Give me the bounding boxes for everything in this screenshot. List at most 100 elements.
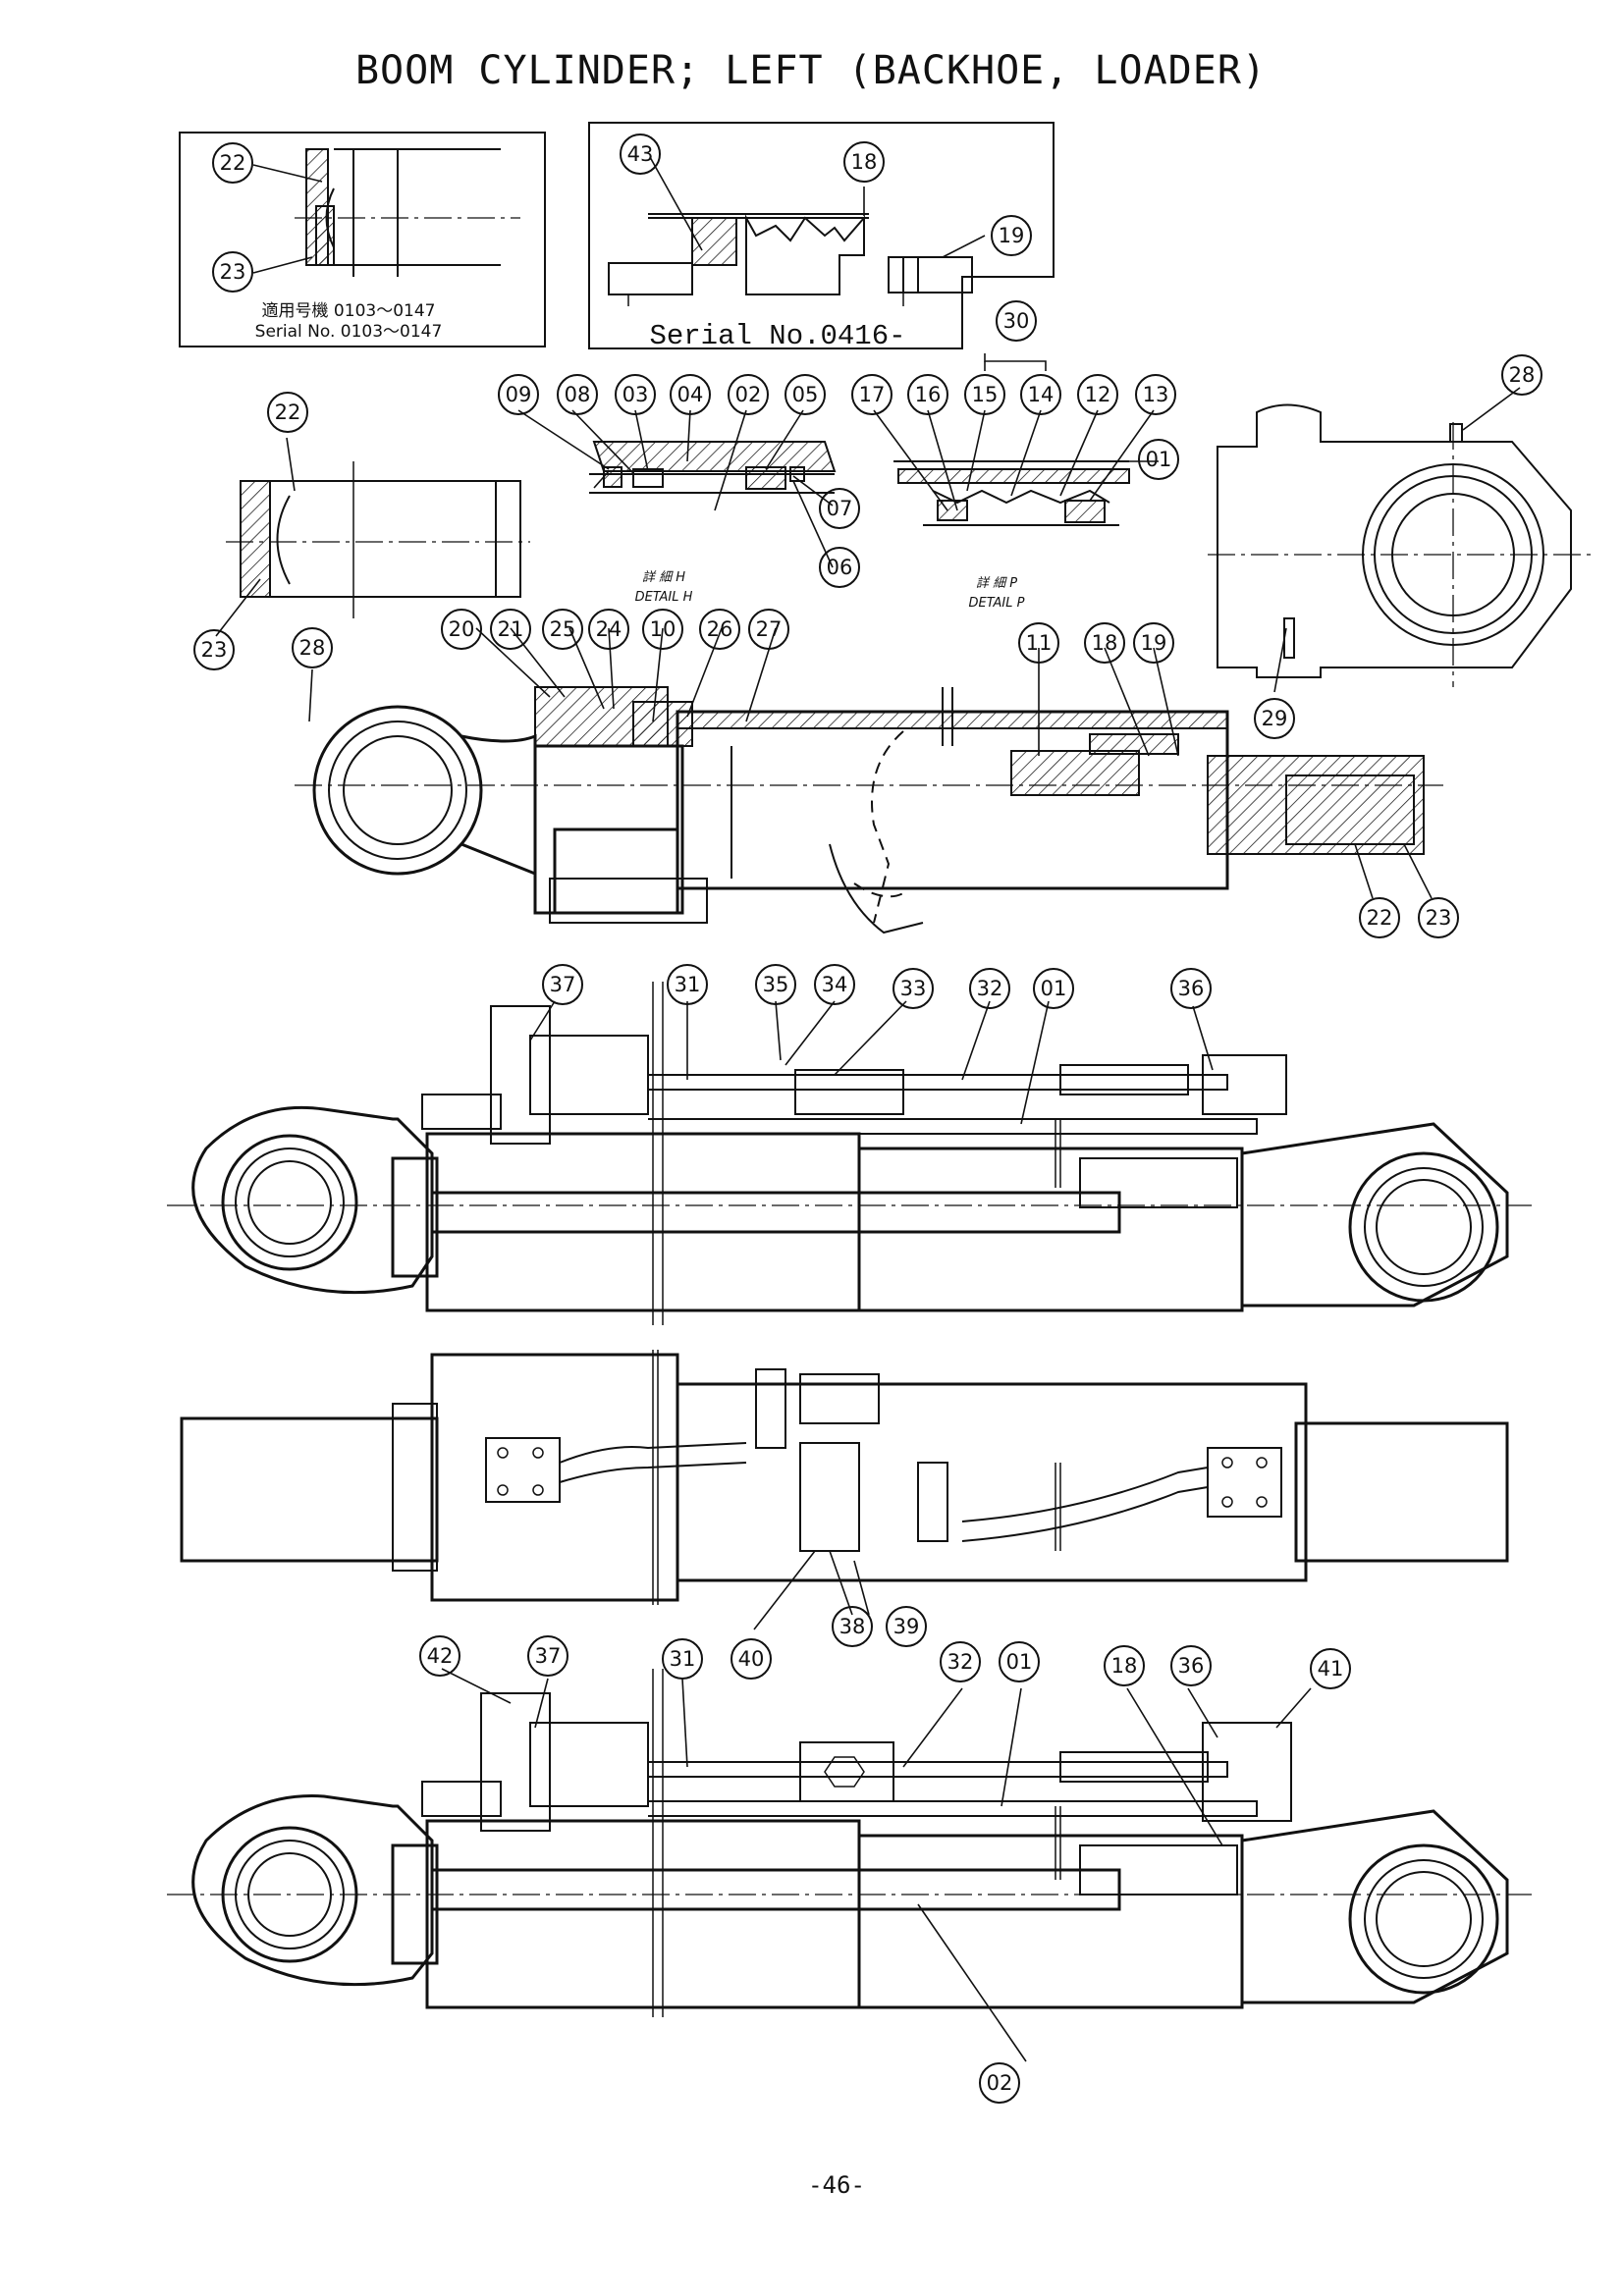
svg-text:31: 31 bbox=[670, 1647, 696, 1671]
svg-text:27: 27 bbox=[756, 617, 783, 641]
svg-text:02: 02 bbox=[735, 383, 762, 406]
svg-text:18: 18 bbox=[1111, 1654, 1138, 1678]
callout-02: 02 bbox=[979, 2062, 1020, 2104]
svg-text:32: 32 bbox=[947, 1650, 974, 1674]
svg-text:22: 22 bbox=[275, 400, 301, 424]
svg-text:23: 23 bbox=[1426, 906, 1452, 930]
detail-h-label: 詳 細 H DETAIL H bbox=[635, 570, 693, 605]
callout-29: 29 bbox=[1254, 698, 1295, 739]
callout-18: 18 bbox=[1104, 1645, 1145, 1686]
detail-p-label-jp: 詳 細 P bbox=[976, 576, 1017, 591]
callout-28: 28 bbox=[292, 627, 333, 668]
inset-left-detail: 適用号機 0103～0147 Serial No. 0103～0147 bbox=[179, 132, 546, 347]
svg-text:28: 28 bbox=[299, 636, 326, 660]
callout-04: 04 bbox=[670, 374, 711, 415]
svg-text:25: 25 bbox=[550, 617, 576, 641]
callout-30: 30 bbox=[996, 300, 1037, 342]
svg-text:01: 01 bbox=[1006, 1650, 1033, 1674]
svg-text:30: 30 bbox=[1003, 309, 1030, 333]
svg-text:26: 26 bbox=[707, 617, 733, 641]
bushing-detail bbox=[226, 461, 530, 618]
callout-03: 03 bbox=[615, 374, 656, 415]
callout-41: 41 bbox=[1310, 1648, 1351, 1689]
svg-text:04: 04 bbox=[677, 383, 704, 406]
svg-text:05: 05 bbox=[792, 383, 819, 406]
svg-text:34: 34 bbox=[822, 973, 848, 996]
svg-text:10: 10 bbox=[650, 617, 676, 641]
callout-33: 33 bbox=[893, 968, 934, 1009]
svg-text:03: 03 bbox=[622, 383, 649, 406]
svg-text:38: 38 bbox=[839, 1615, 866, 1638]
callout-22: 22 bbox=[267, 392, 308, 433]
svg-text:36: 36 bbox=[1178, 977, 1205, 1000]
cylinder-side-view-1 bbox=[167, 982, 1532, 1325]
callout-27: 27 bbox=[748, 609, 789, 650]
callout-18: 18 bbox=[1084, 622, 1125, 664]
callout-35: 35 bbox=[755, 964, 796, 1005]
callout-37: 37 bbox=[542, 964, 583, 1005]
svg-text:13: 13 bbox=[1143, 383, 1169, 406]
callout-14: 14 bbox=[1020, 374, 1061, 415]
svg-text:40: 40 bbox=[738, 1647, 765, 1671]
callout-28: 28 bbox=[1501, 354, 1542, 396]
svg-text:15: 15 bbox=[972, 383, 999, 406]
svg-text:01: 01 bbox=[1146, 448, 1172, 471]
callout-31: 31 bbox=[667, 964, 708, 1005]
callout-22: 22 bbox=[212, 142, 253, 184]
callout-13: 13 bbox=[1135, 374, 1176, 415]
svg-text:14: 14 bbox=[1028, 383, 1055, 406]
callout-02: 02 bbox=[728, 374, 769, 415]
svg-text:02: 02 bbox=[987, 2071, 1013, 2095]
svg-text:31: 31 bbox=[675, 973, 701, 996]
page-title: BOOM CYLINDER; LEFT (BACKHOE, LOADER) bbox=[355, 48, 1267, 93]
callout-20: 20 bbox=[441, 609, 482, 650]
detail-h-label-en: DETAIL H bbox=[635, 590, 693, 605]
callout-36: 36 bbox=[1170, 1645, 1212, 1686]
callout-23: 23 bbox=[212, 251, 253, 293]
callout-18: 18 bbox=[843, 141, 885, 183]
page-number: -46- bbox=[808, 2171, 865, 2199]
detail-p-label: 詳 細 P DETAIL P bbox=[969, 576, 1025, 611]
svg-text:39: 39 bbox=[893, 1615, 920, 1638]
callout-26: 26 bbox=[699, 609, 740, 650]
svg-text:29: 29 bbox=[1262, 707, 1288, 730]
detail-h-label-jp: 詳 細 H bbox=[642, 570, 685, 585]
svg-text:20: 20 bbox=[449, 617, 475, 641]
svg-text:09: 09 bbox=[506, 383, 532, 406]
callout-10: 10 bbox=[642, 609, 683, 650]
leader-lines bbox=[215, 156, 1433, 2062]
callout-05: 05 bbox=[784, 374, 826, 415]
callout-40: 40 bbox=[730, 1638, 772, 1680]
callout-01: 01 bbox=[1138, 439, 1179, 480]
callout-01: 01 bbox=[999, 1641, 1040, 1682]
callout-09: 09 bbox=[498, 374, 539, 415]
callout-19: 19 bbox=[1133, 622, 1174, 664]
svg-text:18: 18 bbox=[1092, 631, 1118, 655]
callout-38: 38 bbox=[832, 1606, 873, 1647]
svg-text:37: 37 bbox=[535, 1644, 562, 1668]
callout-17: 17 bbox=[851, 374, 893, 415]
svg-text:36: 36 bbox=[1178, 1654, 1205, 1678]
callout-19: 19 bbox=[991, 215, 1032, 256]
cylinder-side-view-2 bbox=[167, 1669, 1532, 2017]
svg-text:32: 32 bbox=[977, 977, 1003, 1000]
callout-32: 32 bbox=[940, 1641, 981, 1682]
svg-text:19: 19 bbox=[999, 224, 1025, 247]
svg-text:42: 42 bbox=[427, 1644, 454, 1668]
svg-text:17: 17 bbox=[859, 383, 886, 406]
callout-36: 36 bbox=[1170, 968, 1212, 1009]
svg-text:28: 28 bbox=[1509, 363, 1536, 387]
callout-43: 43 bbox=[620, 133, 661, 175]
callout-37: 37 bbox=[527, 1635, 568, 1677]
callout-07: 07 bbox=[819, 488, 860, 529]
callout-08: 08 bbox=[557, 374, 598, 415]
callout-42: 42 bbox=[419, 1635, 460, 1677]
inset-left-serial-jp: 適用号機 0103～0147 bbox=[262, 301, 436, 321]
svg-text:01: 01 bbox=[1041, 977, 1067, 1000]
callout-23: 23 bbox=[193, 629, 235, 670]
svg-text:11: 11 bbox=[1026, 631, 1053, 655]
callout-01: 01 bbox=[1033, 968, 1074, 1009]
inset-right-detail: Serial No.0416- bbox=[588, 122, 1055, 352]
svg-text:08: 08 bbox=[565, 383, 591, 406]
